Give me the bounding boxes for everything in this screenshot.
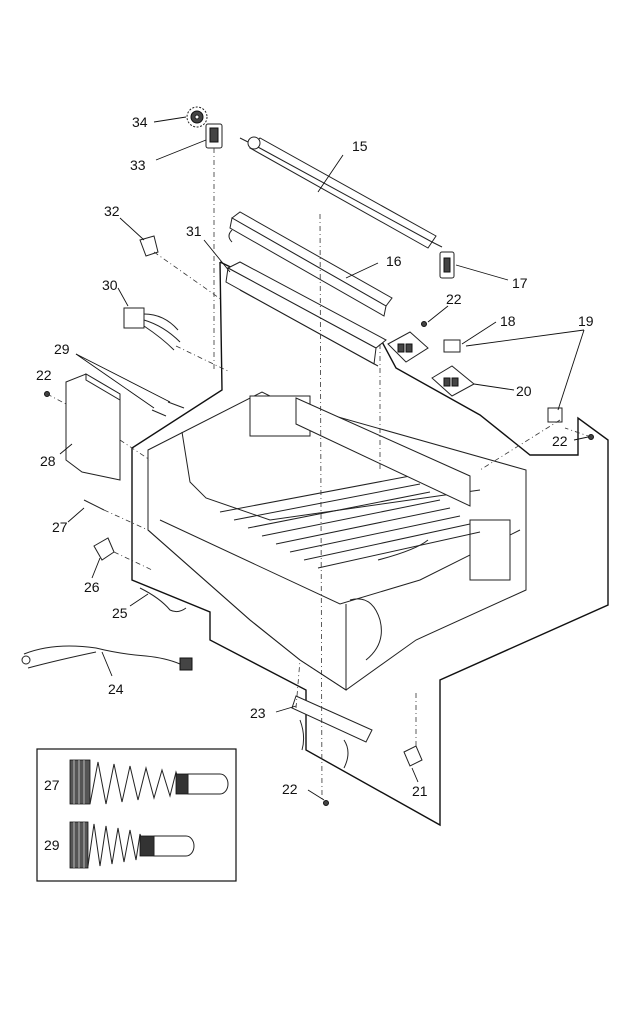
spring-27-installed bbox=[83, 499, 105, 511]
align-line-5 bbox=[153, 251, 223, 301]
callout-31: 31 bbox=[186, 223, 202, 239]
wire-clip-25 bbox=[139, 587, 187, 613]
leader-17 bbox=[455, 264, 509, 281]
callout-27: 27 bbox=[52, 519, 68, 535]
drive-gear bbox=[186, 106, 208, 128]
callout-32: 32 bbox=[104, 203, 120, 219]
callout-34: 34 bbox=[132, 114, 148, 130]
align-line-12 bbox=[46, 393, 67, 405]
callout-18: 18 bbox=[500, 313, 516, 329]
callout-26: 26 bbox=[84, 579, 100, 595]
leader-29a bbox=[75, 353, 155, 409]
leader-25 bbox=[129, 593, 149, 607]
inset-label-27: 27 bbox=[44, 777, 60, 793]
leader-22c bbox=[573, 436, 589, 441]
clip-19b bbox=[547, 407, 563, 423]
guide-rail bbox=[228, 211, 393, 317]
leader-29b bbox=[75, 353, 171, 403]
callout-22d: 22 bbox=[282, 781, 298, 797]
callout-16: 16 bbox=[386, 253, 402, 269]
align-line-9 bbox=[113, 551, 153, 571]
align-line-10 bbox=[479, 419, 561, 471]
lever-26 bbox=[93, 537, 115, 561]
callout-17: 17 bbox=[512, 275, 528, 291]
align-line-11 bbox=[295, 659, 301, 709]
leader-15 bbox=[317, 154, 344, 193]
bracket-32 bbox=[139, 235, 159, 257]
callout-19: 19 bbox=[578, 313, 594, 329]
leader-20 bbox=[473, 383, 515, 391]
assembly-boundary bbox=[131, 261, 609, 827]
callout-28: 28 bbox=[40, 453, 56, 469]
leader-34 bbox=[153, 116, 187, 123]
screw-22a bbox=[421, 321, 427, 327]
ground-cable-24 bbox=[21, 645, 193, 671]
callout-21: 21 bbox=[412, 783, 428, 799]
roller-bushing-left bbox=[205, 123, 223, 149]
callout-29: 29 bbox=[54, 341, 70, 357]
callout-25: 25 bbox=[112, 605, 128, 621]
clip-19a bbox=[443, 339, 461, 353]
leader-19b bbox=[557, 329, 585, 411]
callout-30: 30 bbox=[102, 277, 118, 293]
spring-29-installed bbox=[151, 401, 185, 417]
roller-bushing-right bbox=[439, 251, 455, 279]
leader-21 bbox=[411, 767, 419, 783]
leader-33 bbox=[155, 139, 207, 161]
callout-22b: 22 bbox=[36, 367, 52, 383]
leader-27 bbox=[67, 507, 85, 523]
inset-label-29: 29 bbox=[44, 837, 60, 853]
callout-15: 15 bbox=[352, 138, 368, 154]
connector-harness-30 bbox=[123, 307, 181, 351]
screw-22d bbox=[323, 800, 329, 806]
upper-platform bbox=[295, 397, 471, 507]
spring-29-detail bbox=[69, 821, 195, 869]
sensor-holder-18 bbox=[387, 331, 429, 363]
spring-27-detail bbox=[69, 759, 229, 805]
callout-20: 20 bbox=[516, 383, 532, 399]
leader-32 bbox=[119, 217, 145, 241]
leader-22d bbox=[307, 789, 325, 801]
leader-31 bbox=[203, 239, 231, 273]
spring-detail-inset: 27 29 bbox=[36, 748, 237, 882]
block-21 bbox=[403, 745, 423, 767]
leader-19a bbox=[465, 329, 585, 347]
align-line-6 bbox=[175, 345, 231, 373]
feed-tray-ribs bbox=[219, 475, 481, 569]
leader-28 bbox=[59, 443, 73, 455]
align-line-2 bbox=[319, 213, 323, 801]
leader-26 bbox=[91, 557, 101, 579]
callout-24: 24 bbox=[108, 681, 124, 697]
sensor-board-23 bbox=[291, 695, 373, 769]
leader-23 bbox=[275, 705, 297, 713]
align-line-8 bbox=[103, 509, 149, 531]
top-cover bbox=[225, 261, 387, 367]
callout-33: 33 bbox=[130, 157, 146, 173]
pickup-roller bbox=[239, 136, 443, 249]
callout-22a: 22 bbox=[446, 291, 462, 307]
callout-22c: 22 bbox=[552, 433, 568, 449]
leader-22a bbox=[427, 305, 449, 323]
leader-30 bbox=[117, 287, 129, 307]
align-line-13 bbox=[564, 427, 592, 438]
leader-16 bbox=[345, 262, 379, 279]
callout-23: 23 bbox=[250, 705, 266, 721]
leader-24 bbox=[101, 651, 113, 677]
align-line-7 bbox=[119, 439, 151, 461]
side-panel-28 bbox=[65, 373, 121, 481]
leader-18 bbox=[461, 321, 497, 345]
